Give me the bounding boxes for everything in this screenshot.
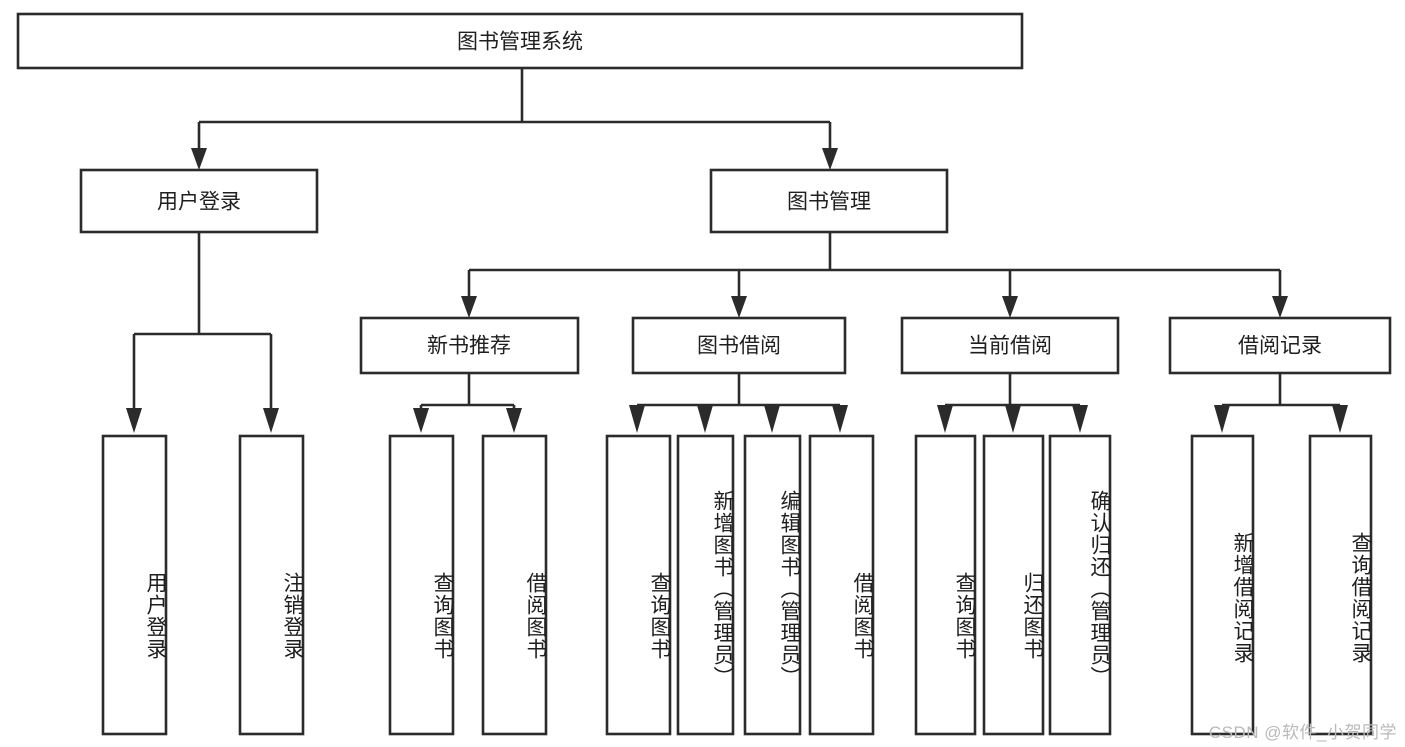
- arrowhead-leaf-add-book: [697, 405, 713, 433]
- node-user-login-label: 用户登录: [157, 191, 241, 214]
- edge-current-borrow-to-leaves: [937, 373, 1088, 433]
- node-leaf-add-book-box[interactable]: [676, 434, 735, 736]
- node-borrow-record-label: 借阅记录: [1238, 335, 1322, 358]
- edge-root-to-level2: [191, 68, 838, 170]
- node-book-borrow-label: 图书借阅: [697, 335, 781, 358]
- node-current-borrow[interactable]: 当前借阅: [900, 316, 1120, 375]
- node-root-label: 图书管理系统: [457, 31, 583, 54]
- arrowhead-leaf-add-record: [1214, 405, 1230, 433]
- node-leaf-user-login-box[interactable]: [101, 434, 168, 736]
- node-leaf-query-record-box[interactable]: [1308, 434, 1373, 736]
- arrowhead-book-borrow: [731, 296, 747, 318]
- arrowhead-leaf-query-book-3: [937, 405, 953, 433]
- node-leaf-query-book-3-box[interactable]: [914, 434, 977, 736]
- arrowhead-leaf-borrow-book-2: [832, 405, 848, 433]
- node-leaf-confirm-return-box[interactable]: [1048, 434, 1112, 736]
- node-user-login-box[interactable]: [79, 168, 319, 234]
- edge-new-book-recommend-to-leaves: [413, 373, 522, 433]
- node-leaf-edit-book-box[interactable]: [743, 434, 802, 736]
- node-user-login[interactable]: 用户登录: [79, 168, 319, 234]
- arrowhead-leaf-query-record: [1332, 405, 1348, 433]
- arrowhead-leaf-edit-book: [764, 405, 780, 433]
- edge-user-login-to-leaves: [126, 232, 279, 433]
- node-borrow-record-box[interactable]: [1168, 316, 1392, 375]
- node-leaf-query-book-2-box[interactable]: [605, 434, 672, 736]
- arrowhead-leaf-borrow-book-1: [506, 408, 522, 433]
- node-new-book-recommend-label: 新书推荐: [427, 335, 511, 358]
- arrowhead-leaf-return-book: [1005, 405, 1021, 433]
- arrowhead-leaf-confirm-return: [1072, 405, 1088, 433]
- arrowhead-borrow-record: [1272, 296, 1288, 318]
- edge-book-borrow-to-leaves: [629, 373, 848, 433]
- arrowhead-leaf-query-book-1: [413, 408, 429, 433]
- arrowhead-book-management: [822, 148, 838, 170]
- node-current-borrow-label: 当前借阅: [968, 335, 1052, 358]
- edge-borrow-record-to-leaves: [1214, 373, 1348, 433]
- leaf-boxes: [101, 434, 1373, 736]
- node-leaf-return-book-box[interactable]: [982, 434, 1045, 736]
- node-book-management[interactable]: 图书管理: [709, 168, 949, 234]
- arrowhead-current-borrow: [1002, 296, 1018, 318]
- node-root[interactable]: 图书管理系统: [16, 12, 1024, 70]
- node-current-borrow-box[interactable]: [900, 316, 1120, 375]
- node-leaf-add-record-box[interactable]: [1190, 434, 1255, 736]
- node-leaf-query-book-1-box[interactable]: [388, 434, 455, 736]
- node-leaf-logout-login-box[interactable]: [238, 434, 305, 736]
- node-book-borrow[interactable]: 图书借阅: [631, 316, 847, 375]
- arrowhead-leaf-logout-login: [263, 408, 279, 433]
- node-leaf-borrow-book-1-box[interactable]: [481, 434, 548, 736]
- node-borrow-record[interactable]: 借阅记录: [1168, 316, 1392, 375]
- arrowhead-leaf-user-login: [126, 408, 142, 433]
- node-book-management-box[interactable]: [709, 168, 949, 234]
- csdn-watermark: CSDN @软件_小贺同学: [1208, 723, 1397, 742]
- node-leaf-borrow-book-2-box[interactable]: [808, 434, 875, 736]
- node-root-box[interactable]: [16, 12, 1024, 70]
- arrowhead-user-login: [191, 148, 207, 170]
- edge-book-management-to-level3: [461, 232, 1288, 318]
- arrowhead-new-book-recommend: [461, 296, 477, 318]
- arrowhead-leaf-query-book-2: [629, 405, 645, 433]
- node-new-book-recommend[interactable]: 新书推荐: [359, 316, 580, 375]
- node-new-book-recommend-box[interactable]: [359, 316, 580, 375]
- node-book-borrow-box[interactable]: [631, 316, 847, 375]
- node-book-management-label: 图书管理: [787, 191, 871, 214]
